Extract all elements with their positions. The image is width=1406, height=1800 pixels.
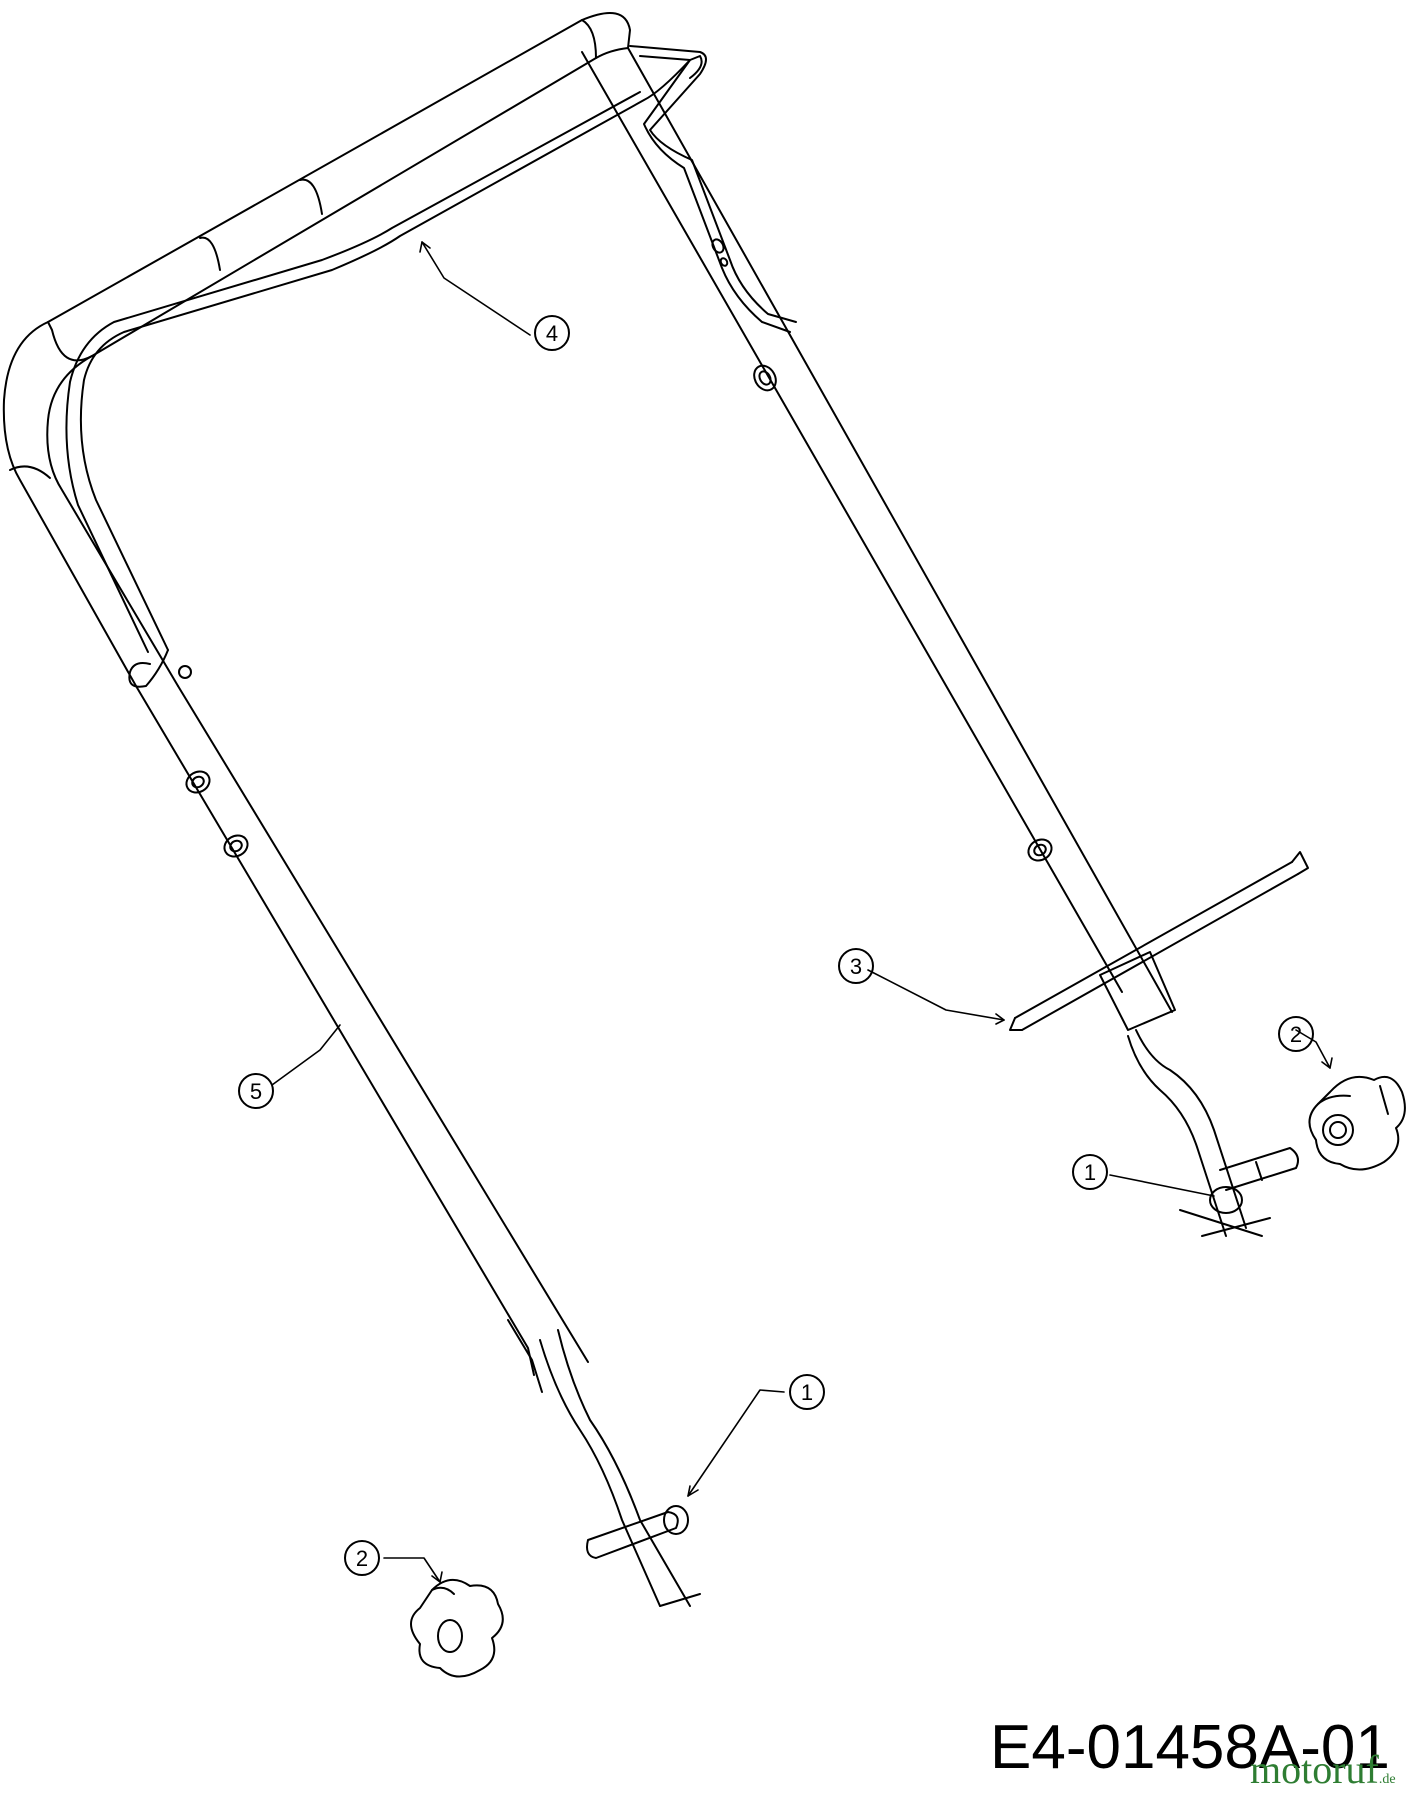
callout-label: 2 — [1290, 1022, 1302, 1047]
upper-handle-tube — [2, 12, 1173, 1376]
callout-2-left: 2 — [344, 1540, 380, 1576]
callout-1-left: 1 — [789, 1374, 825, 1410]
star-knob-right — [1308, 1076, 1406, 1171]
callout-label: 5 — [250, 1079, 262, 1104]
right-lower-tube — [1127, 1029, 1299, 1237]
callout-3: 3 — [838, 948, 874, 984]
callout-1-right: 1 — [1072, 1154, 1108, 1190]
control-cable — [1009, 851, 1309, 1031]
callout-label: 2 — [356, 1546, 368, 1571]
callout-label: 1 — [801, 1380, 813, 1405]
callout-label: 4 — [546, 321, 558, 346]
watermark-logo: motoruf.de — [1250, 1746, 1396, 1793]
watermark-domain: .de — [1378, 1772, 1396, 1787]
callout-label: 1 — [1084, 1160, 1096, 1185]
left-lower-tube — [507, 1319, 701, 1607]
callout-label: 3 — [850, 954, 862, 979]
diagram-part-code: E4-01458A-01 — [990, 1713, 1390, 1782]
spacer-right — [1209, 1186, 1243, 1214]
star-knob-left — [410, 1579, 504, 1678]
callout-leaders — [271, 241, 1333, 1583]
control-bail-wire — [65, 45, 797, 688]
callout-5: 5 — [238, 1073, 274, 1109]
callout-2-right: 2 — [1278, 1016, 1314, 1052]
watermark-text: motoruf — [1250, 1747, 1379, 1792]
callout-4: 4 — [534, 315, 570, 351]
